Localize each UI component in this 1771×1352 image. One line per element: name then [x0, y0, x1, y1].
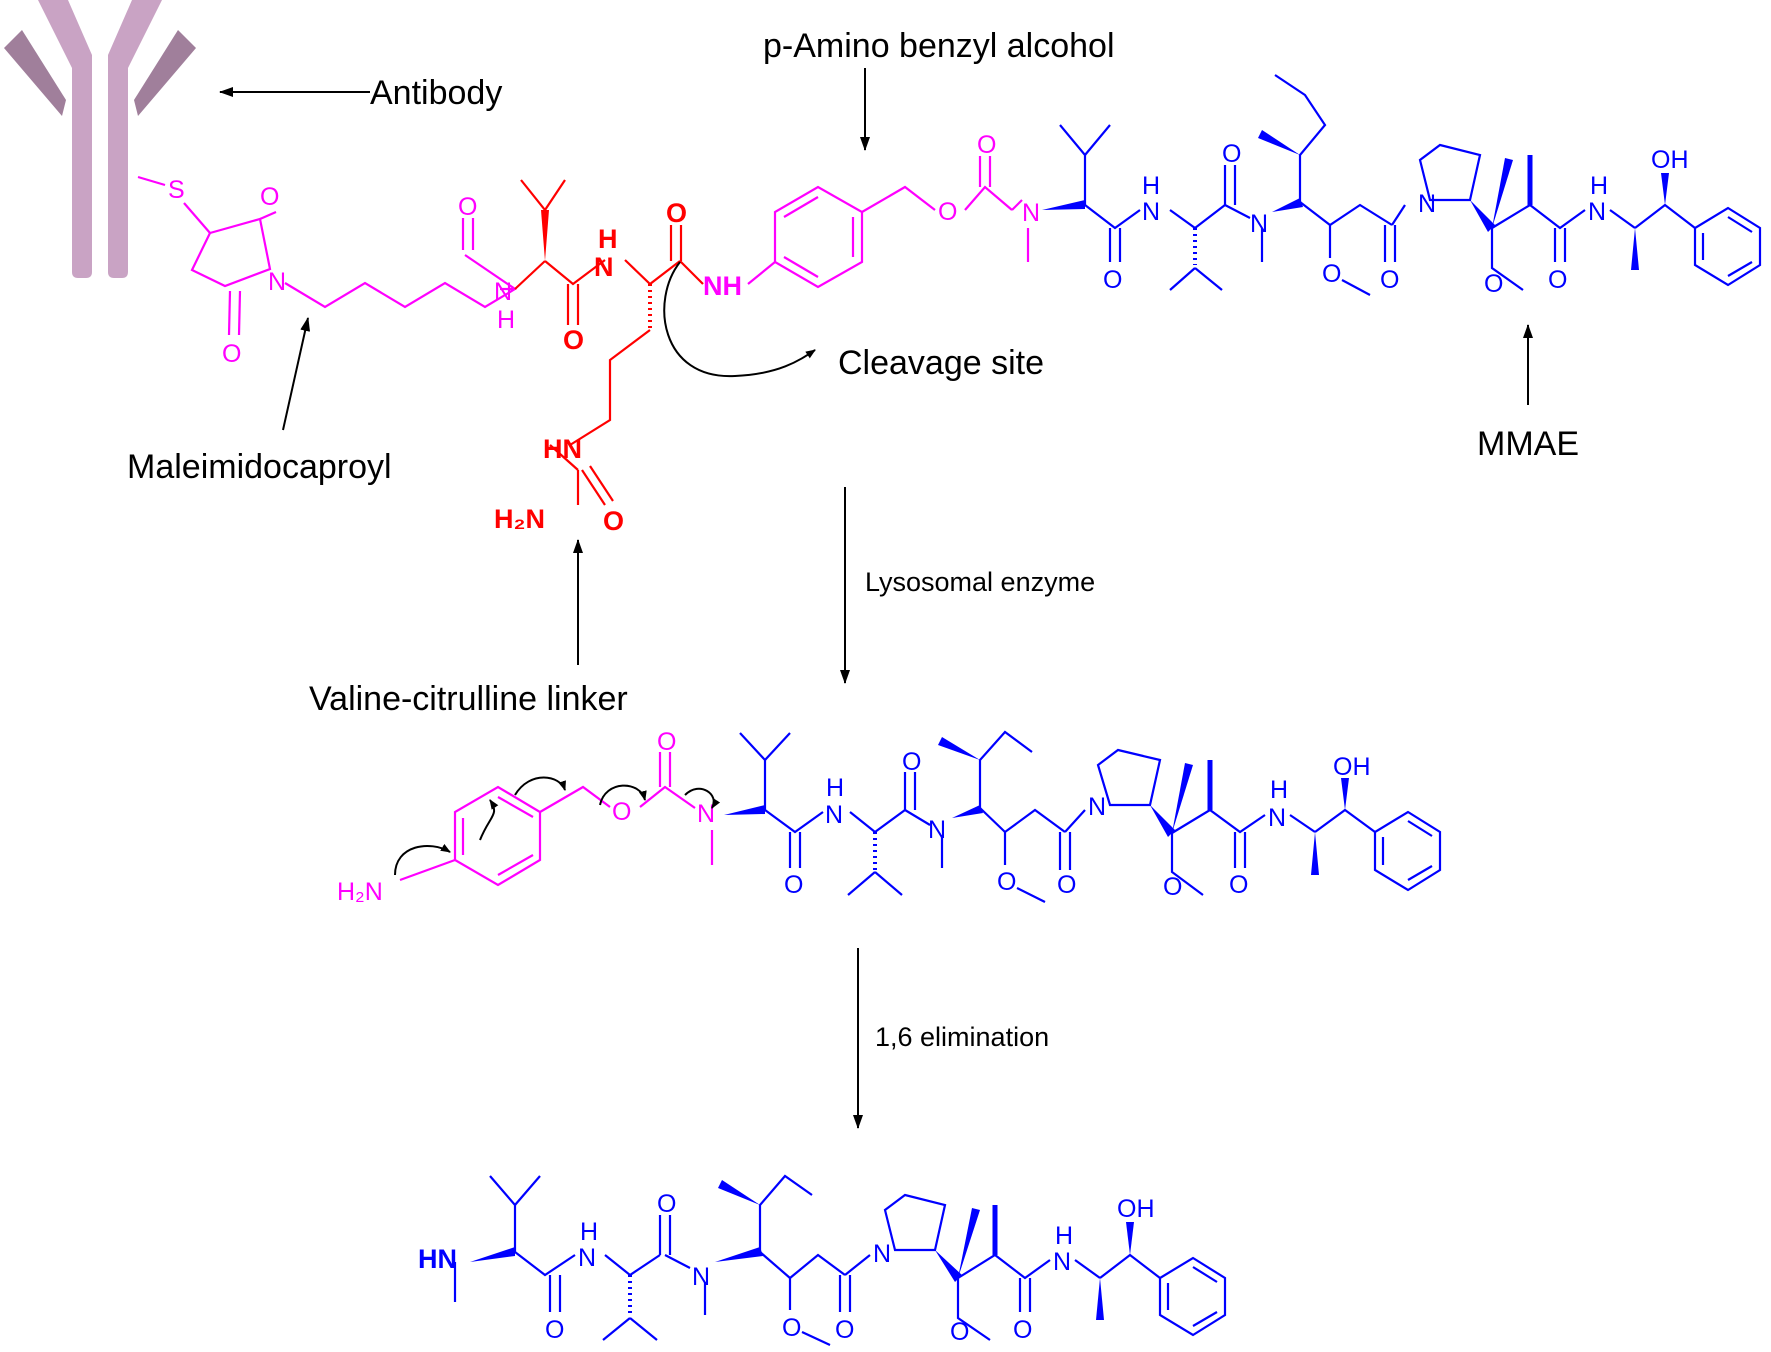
- mmae-top-o3: O: [1380, 266, 1399, 294]
- mmae-top-methoxy-o2: O: [1484, 270, 1503, 298]
- mmae-structure-top: [1042, 74, 1762, 296]
- caproyl-amide-n: N: [494, 278, 512, 306]
- carbamate-o-ester: O: [938, 198, 957, 226]
- mmae-mid-methoxy-o2: O: [1163, 873, 1182, 901]
- mmae-top-atoms: N H O O N O O N O O N H OH: [1103, 140, 1689, 298]
- mmae-mid-amide-n2: N: [1268, 804, 1286, 832]
- mmae-top-methoxy-o1: O: [1322, 260, 1341, 288]
- mmae-bottom-methoxy-o2: O: [950, 1318, 969, 1346]
- maleimidocaproyl-group: [137, 175, 518, 336]
- maleimide-oxygen-top: O: [260, 183, 279, 211]
- mmae-structure-middle: [724, 730, 1442, 903]
- carbamate-o-carbonyl: O: [977, 131, 996, 159]
- mmae-bottom-methoxy-o1: O: [782, 1314, 801, 1342]
- mmae-bottom-o2: O: [657, 1190, 676, 1218]
- mmae-bottom-amide-h1: H: [580, 1218, 598, 1246]
- mmae-top-oh: OH: [1651, 146, 1689, 174]
- mmae-bottom-hn: HN: [418, 1244, 457, 1274]
- mmae-top-n-methyl: N: [1250, 210, 1268, 238]
- mmae-bottom-amide-h2: H: [1055, 1222, 1073, 1250]
- pab-group: [747, 156, 1023, 289]
- mmae-mid-n-methyl: N: [928, 816, 946, 844]
- cleavage-site-label: Cleavage site: [838, 344, 1044, 382]
- urea-h2n: H₂N: [494, 504, 545, 534]
- pab-intermediate: [399, 752, 714, 887]
- mmae-bottom-oh: OH: [1117, 1195, 1155, 1223]
- citrulline-amide-n: N: [594, 252, 614, 282]
- mmae-top-o2: O: [1222, 140, 1241, 168]
- mmae-bottom-amide-n2: N: [1053, 1248, 1071, 1276]
- valine-citrulline-label: Valine-citrulline linker: [309, 680, 628, 718]
- mmae-bottom-n-methyl: N: [692, 1263, 710, 1291]
- sulfur-atom: S: [168, 176, 185, 204]
- mmae-mid-amide-h1: H: [826, 774, 844, 802]
- mmae-mid-o2: O: [902, 748, 921, 776]
- mmae-label: MMAE: [1477, 425, 1579, 463]
- caproyl-oxygen: O: [458, 193, 477, 221]
- mmae-bottom-amide-n1: N: [578, 1244, 596, 1272]
- mmae-mid-o1: O: [784, 871, 803, 899]
- elimination-label: 1,6 elimination: [875, 1022, 1049, 1052]
- caproyl-amide-h: H: [497, 306, 515, 334]
- mmae-mid-o4: O: [1229, 871, 1248, 899]
- antibody-icon: [4, 0, 196, 278]
- mmae-bottom-atoms: HN N H O O N O O N O O N H OH: [418, 1190, 1155, 1346]
- citrulline-carbonyl-o: O: [666, 198, 687, 228]
- lysosomal-enzyme-label: Lysosomal enzyme: [865, 567, 1095, 597]
- mmae-top-pyrrolidine-n: N: [1418, 190, 1436, 218]
- mmae-bottom-o4: O: [1013, 1316, 1032, 1344]
- maleimidocaproyl-arrow: [282, 317, 311, 431]
- valine-citrulline-group: [514, 179, 704, 506]
- antibody-label: Antibody: [370, 74, 502, 112]
- maleimidocaproyl-label: Maleimidocaproyl: [127, 448, 392, 486]
- mmae-mid-pyrrolidine-n: N: [1088, 793, 1106, 821]
- urea-o: O: [603, 506, 624, 536]
- mmae-bottom-pyrrolidine-n: N: [873, 1240, 891, 1268]
- pab-h2n: H₂N: [337, 878, 383, 906]
- valine-carbonyl-o: O: [563, 325, 584, 355]
- mmae-top-amide-n2: N: [1588, 198, 1606, 226]
- urea-hn: HN: [543, 434, 582, 464]
- maleimide-nitrogen: N: [268, 268, 286, 296]
- mmae-middle-atoms: N H O O N O O N O O N H OH: [784, 748, 1371, 901]
- mmae-mid-o3: O: [1057, 871, 1076, 899]
- mmae-mid-oh: OH: [1333, 753, 1371, 781]
- mmae-top-amide-h1: H: [1142, 172, 1160, 200]
- mmae-bottom-o3: O: [835, 1316, 854, 1344]
- mmae-top-o1: O: [1103, 266, 1122, 294]
- pab-mid-n: N: [697, 800, 715, 828]
- mmae-mid-amide-h2: H: [1270, 776, 1288, 804]
- mmae-structure-bottom: [453, 1174, 1227, 1346]
- mmae-mid-amide-n1: N: [825, 801, 843, 829]
- mmae-top-o4: O: [1548, 266, 1567, 294]
- carbamate-n: N: [1022, 199, 1040, 227]
- electron-push-arrows: [394, 776, 721, 876]
- pab-label: p-Amino benzyl alcohol: [763, 27, 1115, 65]
- mmae-bottom-o1: O: [545, 1316, 564, 1344]
- pab-mid-o-ester: O: [612, 798, 631, 826]
- cleavage-curved-arrow: [663, 261, 816, 378]
- mmae-top-amide-n1: N: [1142, 198, 1160, 226]
- mmae-top-amide-h2: H: [1590, 172, 1608, 200]
- pab-mid-o-carbonyl: O: [657, 728, 676, 756]
- citrulline-amide-h: H: [598, 224, 618, 254]
- maleimide-oxygen-bottom: O: [222, 340, 241, 368]
- pab-nh: NH: [703, 271, 742, 301]
- mmae-mid-methoxy-o1: O: [997, 868, 1016, 896]
